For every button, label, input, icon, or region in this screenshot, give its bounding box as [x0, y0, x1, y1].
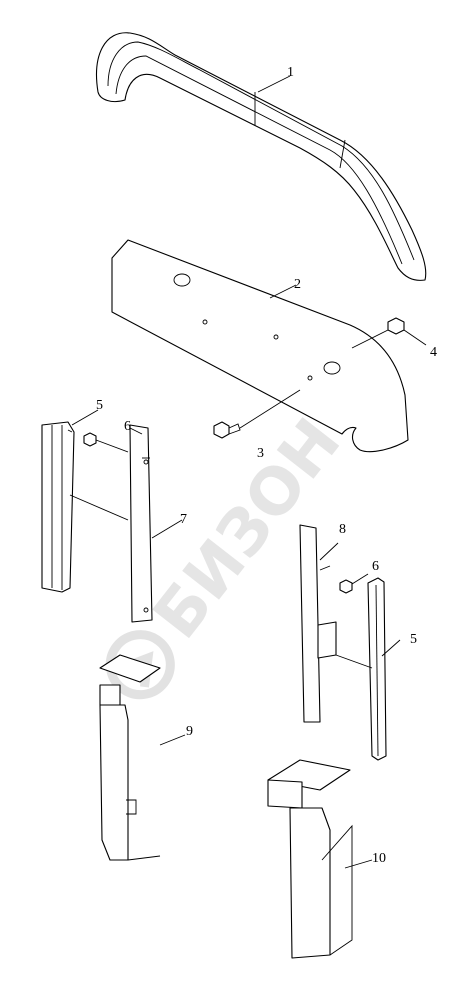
callout-6-left: 6: [124, 419, 131, 434]
callout-5-right: 5: [410, 632, 417, 647]
callout-1: 1: [287, 65, 294, 80]
leader-lines: [71, 75, 427, 657]
callout-10: 10: [372, 851, 386, 866]
callout-7: 7: [180, 512, 187, 527]
part-5-left-strip: [41, 421, 75, 593]
callout-2: 2: [294, 277, 301, 292]
part-10-block: [267, 759, 373, 959]
callout-5-left: 5: [96, 398, 103, 413]
part-6-right-bolt: [339, 573, 369, 594]
callouts: 1 2 3 4 5 6 7 8 6 5 9 10: [96, 65, 437, 866]
part-5-right-strip: [335, 577, 387, 761]
callout-6-right: 6: [372, 559, 379, 574]
part-1-guard: [96, 32, 427, 281]
part-7-bracket: [69, 424, 153, 623]
callout-8: 8: [339, 522, 346, 537]
part-6-left-bolt: [83, 432, 129, 453]
callout-3: 3: [257, 446, 264, 461]
part-2-plate: [111, 239, 409, 453]
watermark-text: БИЗОН: [140, 405, 356, 652]
callout-9: 9: [186, 724, 193, 739]
part-9-block: [99, 654, 186, 861]
part-8-bracket: [299, 524, 339, 723]
part-3-bolt: [213, 389, 301, 439]
callout-4: 4: [430, 345, 437, 360]
